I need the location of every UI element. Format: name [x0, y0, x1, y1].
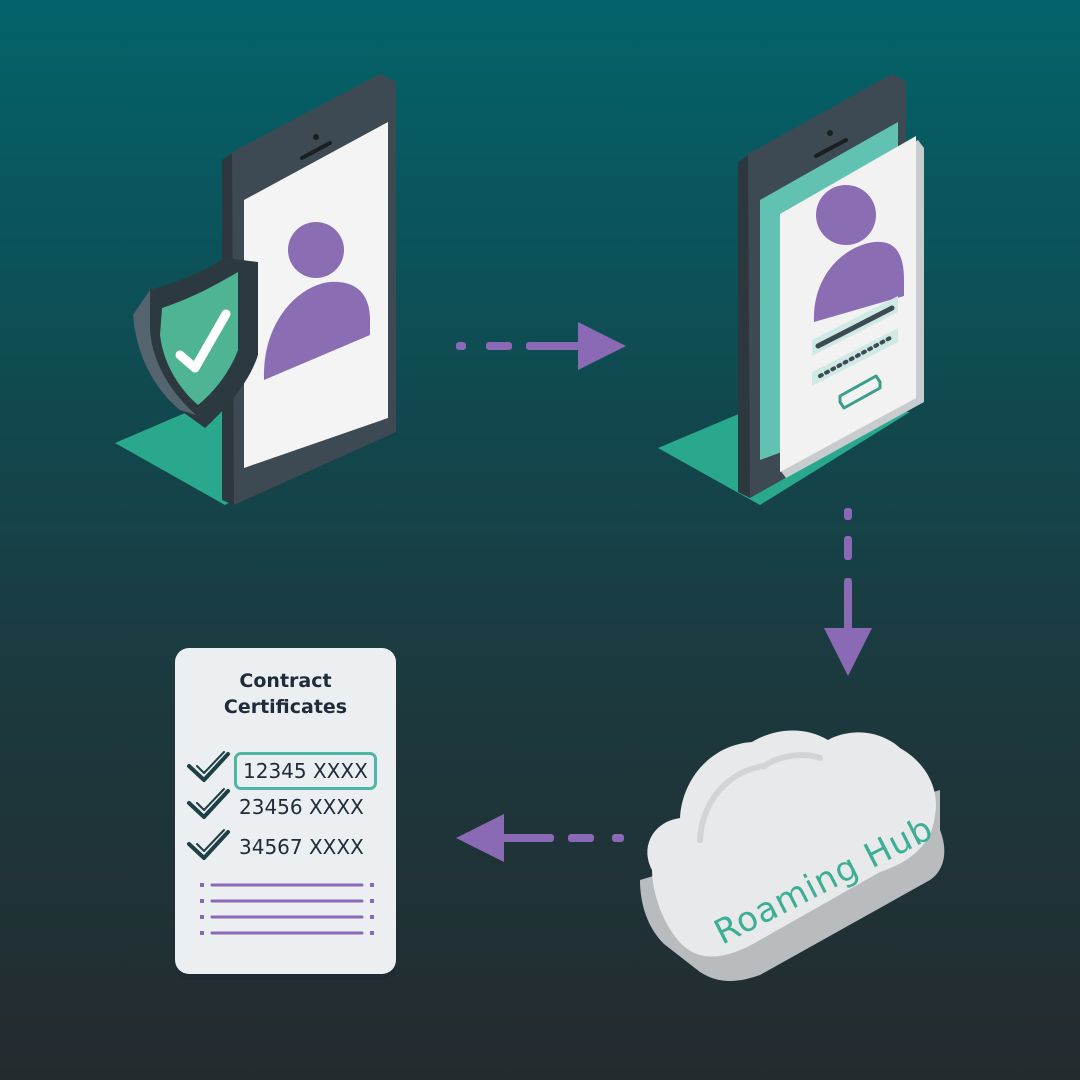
- secured-phone: [115, 74, 396, 505]
- card-title-line-1: Contract: [239, 670, 332, 692]
- certificate-row[interactable]: 23456 XXXX: [239, 795, 364, 819]
- certificate-row[interactable]: 34567 XXXX: [239, 835, 364, 859]
- password-field[interactable]: [812, 328, 898, 386]
- arrow-left-icon: [456, 814, 624, 862]
- roaming-hub-cloud-icon: Roaming Hub: [640, 730, 945, 981]
- phone-2-speaker: [814, 138, 848, 158]
- card-title: Contract Certificates: [175, 668, 396, 720]
- login-phone: [658, 74, 924, 505]
- phone-1-camera: [313, 134, 319, 140]
- shield-check-icon: [133, 258, 258, 428]
- arrow-down-icon: [824, 508, 872, 676]
- login-button[interactable]: [838, 374, 882, 410]
- phone-1-avatar-body: [263, 281, 370, 380]
- certificate-row-highlighted[interactable]: 12345 XXXX: [234, 752, 377, 790]
- phone-1-speaker: [300, 141, 332, 160]
- phone-2-camera: [827, 130, 833, 136]
- card-title-line-2: Certificates: [223, 696, 348, 718]
- phone-1-avatar-head: [288, 222, 344, 278]
- phone-2-avatar-body: [813, 241, 904, 322]
- phone-2-side: [738, 154, 750, 498]
- username-field[interactable]: [812, 296, 898, 356]
- cloud-highlight: [697, 752, 823, 843]
- phone-2-avatar-head: [816, 185, 876, 245]
- arrow-right-icon: [456, 322, 626, 370]
